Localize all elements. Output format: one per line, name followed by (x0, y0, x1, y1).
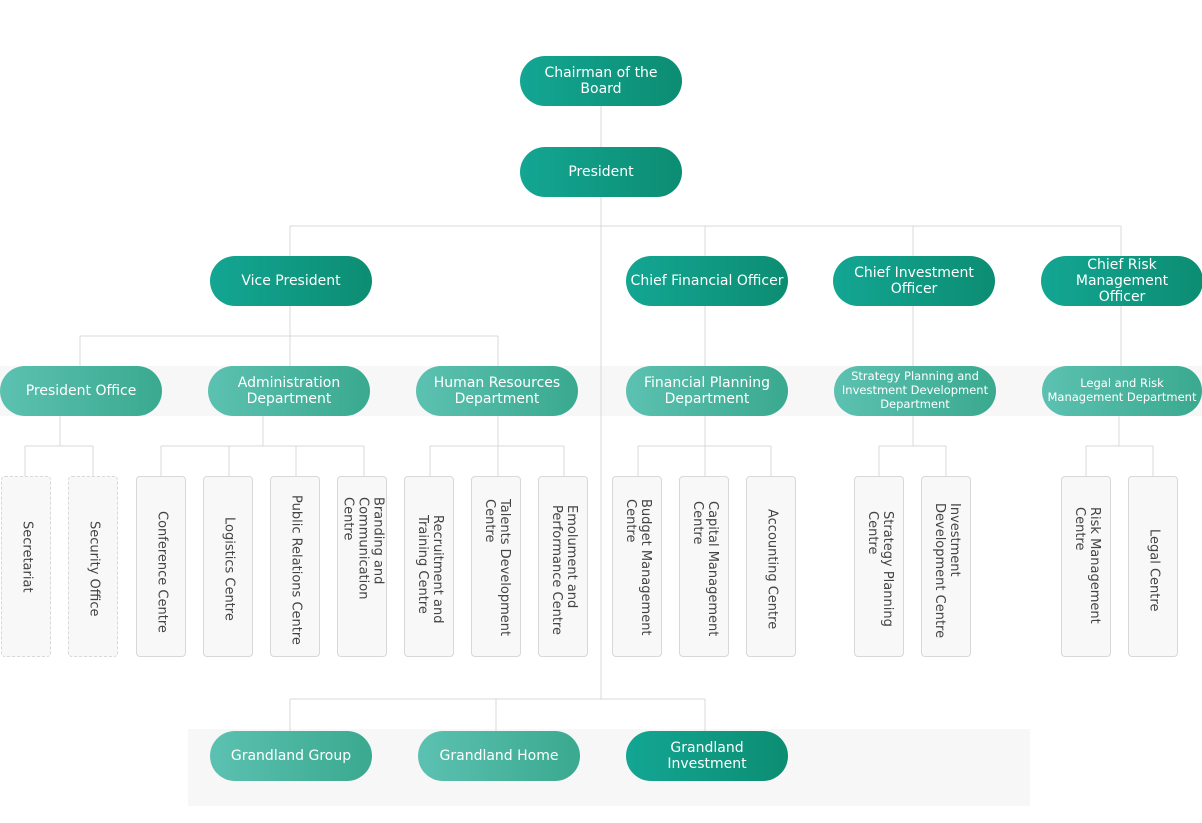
legal-centre-box: Legal Centre (1128, 476, 1178, 657)
public-relations-centre-label: Public Relations Centre (288, 495, 304, 645)
hr-node: Human Resources Department (416, 366, 578, 416)
conference-centre-label: Conference Centre (154, 511, 170, 633)
administration-node: Administration Department (208, 366, 370, 416)
emolument-centre-label: Emolument and Performance Centre (549, 505, 579, 635)
public-relations-centre-box: Public Relations Centre (270, 476, 320, 657)
crmo-node: Chief Risk Management Officer (1041, 256, 1202, 306)
budget-centre-label: Budget Management Centre (623, 499, 653, 636)
cio-node: Chief Investment Officer (833, 256, 995, 306)
cfo-node: Chief Financial Officer (626, 256, 788, 306)
legal-centre-label: Legal Centre (1146, 529, 1162, 612)
financial-planning-node: Financial Planning Department (626, 366, 788, 416)
recruitment-centre-box: Recruitment and Training Centre (404, 476, 454, 657)
conference-centre-box: Conference Centre (136, 476, 186, 657)
talents-centre-label: Talents Development Centre (482, 499, 512, 637)
capital-centre-label: Capital Management Centre (690, 501, 720, 637)
president-office-node: President Office (0, 366, 162, 416)
budget-centre-box: Budget Management Centre (612, 476, 662, 657)
talents-centre-box: Talents Development Centre (471, 476, 521, 657)
legal-risk-dept-node: Legal and Risk Management Department (1042, 366, 1202, 416)
recruitment-centre-label: Recruitment and Training Centre (415, 515, 445, 624)
security-office-label: Security Office (86, 521, 102, 617)
risk-mgmt-centre-box: Risk Management Centre (1061, 476, 1111, 657)
strategy-planning-centre-box: Strategy Planning Centre (854, 476, 904, 657)
secretariat-label: Secretariat (19, 521, 35, 593)
grandland-group-node: Grandland Group (210, 731, 372, 781)
grandland-home-node: Grandland Home (418, 731, 580, 781)
branding-centre-box: Branding and Communication Centre (337, 476, 387, 657)
branding-centre-label: Branding and Communication Centre (340, 497, 386, 600)
capital-centre-box: Capital Management Centre (679, 476, 729, 657)
investment-dev-centre-box: Investment Development Centre (921, 476, 971, 657)
strategy-planning-centre-label: Strategy Planning Centre (865, 511, 895, 627)
vice-president-node: Vice President (210, 256, 372, 306)
logistics-centre-box: Logistics Centre (203, 476, 253, 657)
strategy-dept-node: Strategy Planning and Investment Develop… (834, 366, 996, 416)
risk-mgmt-centre-label: Risk Management Centre (1072, 507, 1102, 624)
chairman-node: Chairman of the Board (520, 56, 682, 106)
investment-dev-centre-label: Investment Development Centre (932, 503, 962, 639)
accounting-centre-box: Accounting Centre (746, 476, 796, 657)
secretariat-box: Secretariat (1, 476, 51, 657)
emolument-centre-box: Emolument and Performance Centre (538, 476, 588, 657)
grandland-investment-node: Grandland Investment (626, 731, 788, 781)
president-node: President (520, 147, 682, 197)
logistics-centre-label: Logistics Centre (221, 517, 237, 621)
security-office-box: Security Office (68, 476, 118, 657)
accounting-centre-label: Accounting Centre (764, 509, 780, 630)
